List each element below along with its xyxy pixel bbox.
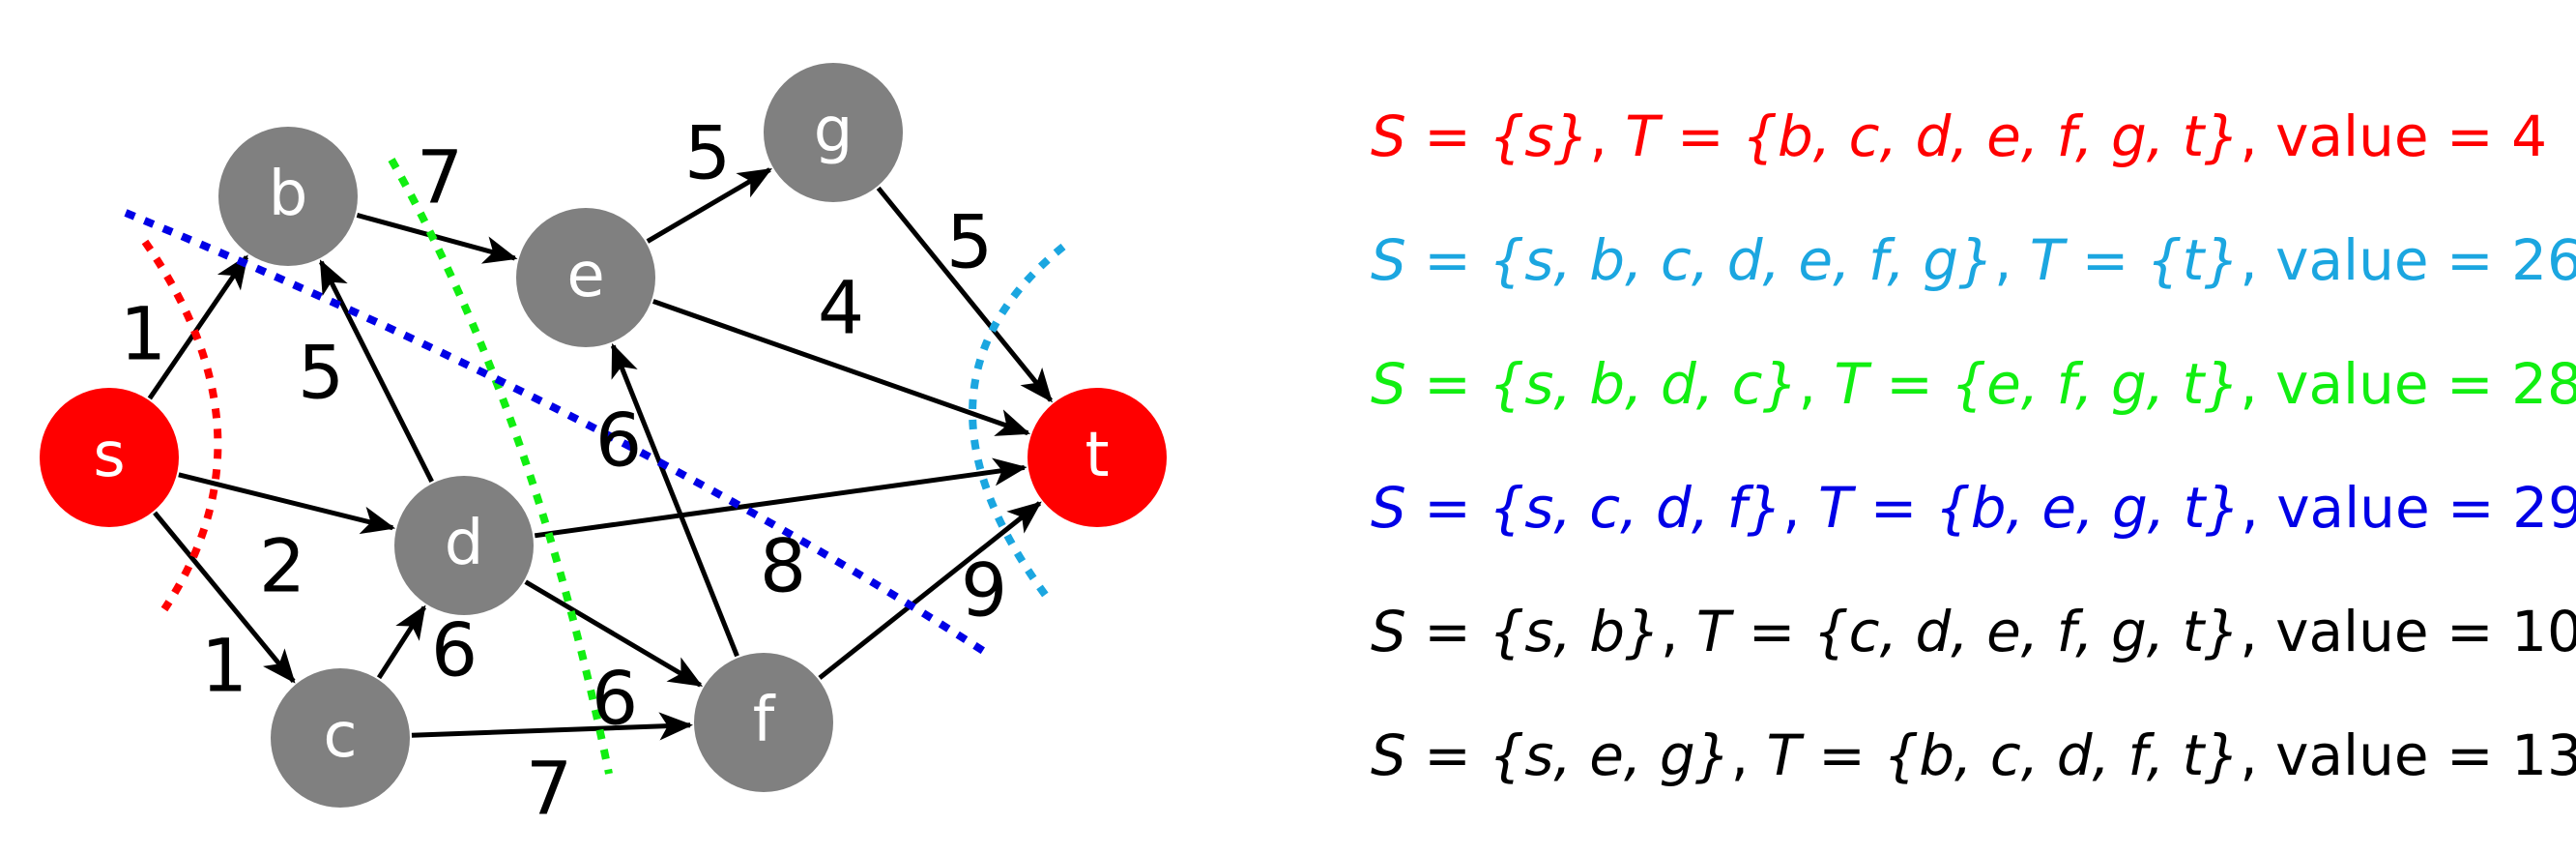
edge-s-b (147, 254, 249, 400)
cut-curve-3 (388, 158, 613, 775)
cut-list: S = {s}, T = {b, c, d, e, f, g, t}, valu… (1371, 93, 2576, 836)
cut-6-sink-set: T = {b, c, d, f, t} (1766, 722, 2241, 788)
node-e: e (516, 208, 655, 347)
edge-weight-s-b: 1 (120, 291, 166, 377)
cut-line-1: S = {s}, T = {b, c, d, e, f, g, t}, valu… (1371, 93, 2569, 217)
cut-6-separator: , (1730, 722, 1767, 788)
cut-3-source-set: S = {s, b, d, c} (1371, 351, 1799, 417)
cut-5-source-set: S = {s, b} (1371, 599, 1661, 664)
cut-6-source-set: S = {s, e, g} (1371, 722, 1731, 788)
node-c: c (271, 668, 410, 808)
cut-line-5: S = {s, b}, T = {c, d, e, f, g, t}, valu… (1371, 588, 2576, 712)
edge-weight-g-t: 5 (946, 199, 993, 285)
node-t-circle (1028, 388, 1167, 527)
node-c-circle (271, 668, 410, 808)
edge-d-b (318, 259, 434, 484)
edge-f-t (818, 501, 1042, 680)
edge-f-e (610, 342, 739, 658)
edge-weight-c-f: 7 (526, 746, 572, 832)
node-f: f (694, 653, 833, 792)
node-b: b (218, 127, 358, 266)
cut-4-source-set: S = {s, c, d, f} (1371, 475, 1783, 541)
edge-weight-d-f: 6 (592, 656, 638, 742)
cut-curves-layer (124, 158, 1066, 775)
cut-2-sink-set: T = {t} (2029, 227, 2241, 293)
cut-line-3: S = {s, b, d, c}, T = {e, f, g, t}, valu… (1371, 340, 2576, 464)
edge-weight-s-d: 2 (259, 523, 305, 609)
node-s-label: s (93, 420, 125, 491)
cut-line-2: S = {s, b, c, d, e, f, g}, T = {t}, valu… (1371, 217, 2576, 340)
edge-c-f (411, 712, 693, 741)
edge-s-d (178, 472, 396, 535)
edge-weight-c-d: 6 (431, 607, 478, 693)
cut-line-4: S = {s, c, d, f}, T = {b, e, g, t}, valu… (1371, 464, 2576, 588)
node-e-label: e (566, 240, 604, 311)
node-d-circle (394, 476, 534, 615)
node-e-circle (516, 208, 655, 347)
edge-e-g (646, 167, 772, 244)
node-g: g (764, 63, 903, 202)
cut-4-value: , value = 29 (2241, 475, 2576, 541)
cut-curve-1 (141, 239, 222, 612)
node-s-circle (40, 388, 179, 527)
edge-c-d (376, 604, 426, 680)
edge-weight-f-t: 9 (961, 547, 1007, 633)
edge-weight-d-t: 8 (760, 523, 806, 609)
nodes-layer: s b c d e f g t (40, 63, 1167, 808)
cut-1-source-set: S = {s} (1371, 103, 1590, 169)
cut-1-sink-set: T = {b, c, d, e, f, g, t} (1625, 103, 2241, 169)
cut-line-6: S = {s, e, g}, T = {b, c, d, f, t}, valu… (1371, 712, 2576, 836)
cut-5-separator: , (1661, 599, 1696, 664)
node-d-label: d (445, 508, 484, 579)
edge-weight-e-t: 4 (818, 265, 864, 351)
cut-6-value: , value = 13 (2240, 722, 2576, 788)
cut-2-value: , value = 26 (2240, 227, 2576, 293)
cut-4-sink-set: T = {b, e, g, t} (1817, 475, 2242, 541)
node-c-label: c (323, 700, 357, 772)
cut-2-source-set: S = {s, b, c, d, e, f, g} (1371, 227, 1994, 293)
node-b-circle (218, 127, 358, 266)
edge-weight-b-e: 7 (417, 134, 463, 221)
cut-3-separator: , (1798, 351, 1835, 417)
cut-5-value: , value = 10 (2240, 599, 2576, 664)
edges-layer (147, 167, 1054, 741)
edge-weight-d-b: 5 (298, 330, 344, 416)
edge-e-t (651, 299, 1031, 436)
cut-3-value: , value = 28 (2240, 351, 2576, 417)
edge-d-t (534, 457, 1028, 539)
edge-weight-e-g: 5 (684, 110, 731, 196)
node-s: s (40, 388, 179, 527)
cut-1-value: , value = 4 (2240, 103, 2547, 169)
edge-weight-f-e: 6 (595, 398, 642, 484)
edge-s-c (153, 511, 296, 684)
node-g-label: g (814, 95, 854, 166)
edge-d-f (524, 579, 704, 688)
node-t: t (1028, 388, 1167, 527)
edge-weight-s-c: 1 (201, 623, 247, 709)
cut-curve-4 (124, 209, 994, 660)
node-f-label: f (753, 685, 776, 756)
edge-g-t (876, 186, 1054, 403)
node-t-label: t (1085, 420, 1109, 491)
cut-4-separator: , (1782, 475, 1818, 541)
cut-curve-2 (969, 243, 1066, 603)
node-d: d (394, 476, 534, 615)
cut-3-sink-set: T = {e, f, g, t} (1834, 351, 2241, 417)
node-g-circle (764, 63, 903, 202)
node-b-label: b (269, 159, 308, 230)
cut-2-separator: , (1993, 227, 2030, 293)
cut-1-separator: , (1589, 103, 1626, 169)
node-f-circle (694, 653, 833, 792)
cut-5-sink-set: T = {c, d, e, f, g, t} (1695, 599, 2241, 664)
